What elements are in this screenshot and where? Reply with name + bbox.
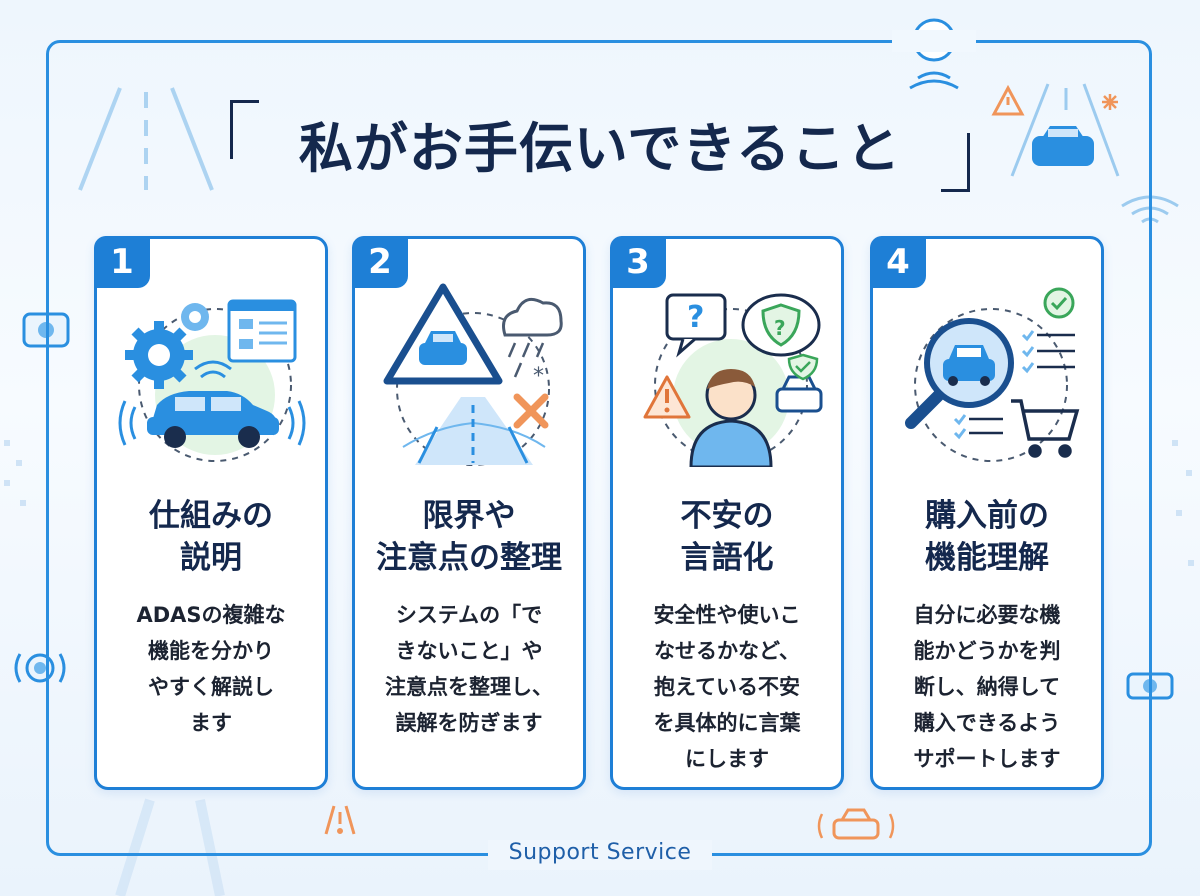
frame-gap bbox=[488, 840, 712, 870]
car-check-icon bbox=[775, 353, 823, 413]
mechanism-illustration bbox=[118, 299, 306, 462]
title-bracket-right bbox=[941, 133, 970, 192]
person-icon bbox=[689, 369, 773, 467]
card-description: ADASの複雑な 機能を分かり やすく解説し ます bbox=[136, 603, 286, 735]
svg-text:?: ? bbox=[687, 300, 704, 335]
card-number: 3 bbox=[610, 236, 666, 288]
magnifier-car-icon bbox=[905, 318, 1014, 429]
purchase-illustration bbox=[905, 287, 1080, 462]
card-title: 購入前の 機能理解 bbox=[925, 498, 1049, 576]
road-icon bbox=[402, 397, 546, 465]
anxiety-illustration: ? ? bbox=[643, 293, 823, 467]
shield-question-icon: ? bbox=[741, 293, 821, 357]
question-bubble-icon: ? bbox=[665, 293, 727, 358]
card-title: 限界や 注意点の整理 bbox=[376, 498, 562, 576]
card-description: 自分に必要な機 能かどうかを判 断し、納得して 購入できるよう サポートします bbox=[913, 603, 1061, 771]
gear-icon bbox=[181, 303, 209, 331]
signal-wave-icon bbox=[118, 360, 306, 446]
card-title: 不安の 言語化 bbox=[680, 498, 774, 576]
service-card-4: 4 購入前の 機能理解 bbox=[870, 236, 1104, 790]
cart-icon bbox=[1011, 399, 1080, 458]
gear-icon bbox=[125, 321, 193, 389]
page-title: 私がお手伝いできること bbox=[298, 117, 902, 180]
car-icon bbox=[147, 391, 279, 448]
card-description: システムの「で きないこと」や 注意点を整理し、 誤解を防ぎます bbox=[385, 603, 553, 735]
footer-label: Support Service bbox=[508, 840, 692, 865]
cross-icon bbox=[513, 393, 549, 429]
card-title: 仕組みの 説明 bbox=[149, 498, 273, 576]
checklist-icon bbox=[953, 287, 1075, 440]
title-block: 私がお手伝いできること bbox=[230, 92, 970, 192]
service-card-3: 3 ? ? 不安の 言語化 安全性や使い bbox=[610, 236, 844, 790]
svg-text:*: * bbox=[533, 364, 544, 389]
svg-text:?: ? bbox=[774, 316, 786, 340]
card-number: 4 bbox=[870, 236, 926, 288]
service-card-2: 2 * 限界や 注意点の整理 システムの「で きないこと」や bbox=[352, 236, 586, 790]
rain-cloud-icon: * bbox=[502, 297, 563, 389]
title-bracket-left bbox=[230, 100, 259, 159]
frame-gap bbox=[892, 30, 976, 52]
diagram-screen-icon bbox=[227, 299, 297, 363]
service-card-1: 1 bbox=[94, 236, 328, 790]
card-number: 1 bbox=[94, 236, 150, 288]
limitations-illustration: * bbox=[383, 283, 563, 466]
warning-icon bbox=[643, 375, 691, 419]
card-number: 2 bbox=[352, 236, 408, 288]
warning-car-sign-icon bbox=[383, 283, 503, 385]
card-description: 安全性や使いこ なせるかなど、 抱えている不安 を具体的に言葉 にします bbox=[653, 603, 801, 771]
